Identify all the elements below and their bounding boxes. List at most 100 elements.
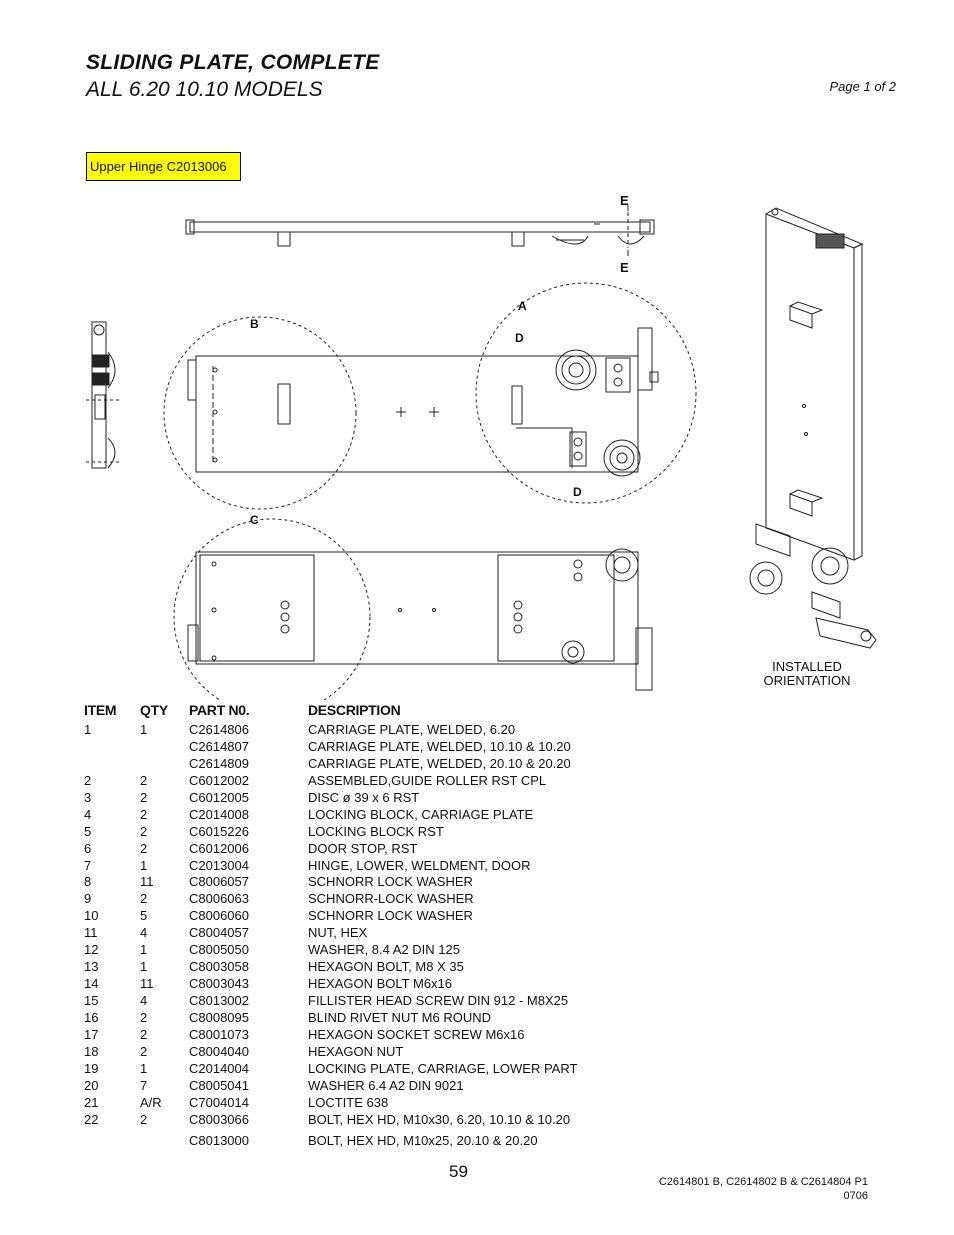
cell-description: BOLT, HEX HD, M10x30, 6.20, 10.10 & 10.2…: [308, 1111, 571, 1127]
table-row: C8013000 BOLT, HEX HD, M10x25, 20.10 & 2…: [84, 1133, 628, 1150]
table-row: 6 2 C6012006 DOOR STOP, RST: [84, 841, 628, 858]
cell-item: 8: [84, 874, 92, 890]
cell-part-no: C8005050: [189, 942, 249, 958]
cell-item: 12: [84, 942, 99, 958]
cell-part-no: C6012006: [189, 840, 249, 856]
cell-qty: [140, 1133, 189, 1150]
cell-description: HEXAGON SOCKET SCREW M6x16: [308, 1026, 525, 1042]
cell-item: 10: [84, 908, 99, 924]
cell-part-no: C8003066: [189, 1111, 249, 1127]
section-label-d-top: D: [515, 331, 524, 345]
cell-part-no: C6015226: [189, 823, 249, 839]
cell-description: SCHNORR LOCK WASHER: [308, 908, 473, 924]
cell-item: 2: [84, 772, 92, 788]
cell-description: NUT, HEX: [308, 925, 368, 941]
cell-qty: [140, 756, 189, 773]
cell-qty: 1: [140, 1060, 148, 1076]
cell-part-no: C6012005: [189, 789, 249, 805]
cell-part-no: C7004014: [189, 1094, 249, 1110]
top-view: [185, 205, 655, 256]
page-number: 59: [449, 1162, 468, 1181]
cell-part-no: C2614806: [189, 722, 249, 737]
installed-caption-line1: INSTALLED: [772, 659, 842, 674]
side-view: [86, 321, 120, 469]
cell-qty: 2: [140, 823, 148, 839]
cell-item: 20: [84, 1077, 99, 1093]
cell-part-no: C8004040: [189, 1043, 249, 1059]
cell-description: FILLISTER HEAD SCREW DIN 912 - M8X25: [308, 993, 569, 1008]
cell-part-no: C2614809: [189, 755, 249, 771]
page-title: SLIDING PLATE, COMPLETE: [86, 51, 380, 74]
cell-description: DOOR STOP, RST: [308, 840, 418, 856]
cell-item: 5: [84, 823, 92, 839]
section-label-d-bottom: D: [573, 485, 582, 499]
doc-ref-line2: 0706: [843, 1190, 868, 1202]
doc-ref-line1: C2614801 B, C2614802 B & C2614804 P1: [658, 1176, 868, 1188]
cell-description: CARRIAGE PLATE, WELDED, 20.10 & 20.20: [308, 755, 571, 771]
cell-description: WASHER, 8.4 A2 DIN 125: [308, 942, 460, 958]
detail-label-c: C: [250, 513, 259, 527]
cell-part-no: C8006060: [189, 908, 249, 924]
table-row: 18 2 C8004040 HEXAGON NUT: [84, 1044, 628, 1061]
cell-qty: 11: [140, 976, 154, 992]
cell-qty: 1: [140, 857, 148, 873]
cell-description: DISC ø 39 x 6 RST: [308, 789, 420, 805]
cell-qty: 1: [140, 959, 148, 975]
parts-table-header: ITEM QTY PART N0. DESCRIPTION: [84, 702, 628, 722]
cell-item: 13: [84, 959, 99, 975]
cell-qty: 2: [140, 789, 148, 805]
header-description: DESCRIPTION: [308, 702, 401, 718]
cell-qty: 2: [140, 1043, 148, 1059]
cell-description: LOCKING BLOCK RST: [308, 823, 444, 839]
cell-item: 1: [84, 722, 92, 737]
table-row: 10 5 C8006060 SCHNORR LOCK WASHER: [84, 908, 628, 925]
cell-item: 9: [84, 891, 92, 907]
cell-item: 19: [84, 1060, 99, 1076]
cell-description: HEXAGON NUT: [308, 1043, 404, 1059]
cell-qty: 2: [140, 891, 148, 907]
cell-qty: 5: [140, 908, 148, 924]
cell-description: LOCTITE 638: [308, 1094, 389, 1110]
cell-part-no: C8006057: [189, 874, 249, 890]
cell-item: 16: [84, 1009, 99, 1025]
document-reference: C2614801 B, C2614802 B & C2614804 P1 070…: [659, 1175, 868, 1203]
cell-qty: 11: [140, 874, 154, 890]
cell-qty: 2: [140, 806, 148, 822]
cell-qty: 2: [140, 840, 148, 856]
table-row: 5 2 C6015226 LOCKING BLOCK RST: [84, 824, 628, 841]
page-subtitle: ALL 6.20 10.10 MODELS: [86, 78, 323, 101]
cell-part-no: C8008095: [189, 1009, 249, 1025]
cell-part-no: C8013000: [189, 1132, 249, 1148]
table-row: 8 11 C8006057 SCHNORR LOCK WASHER: [84, 874, 628, 891]
cell-item: [84, 739, 140, 756]
cell-item: [84, 1133, 140, 1150]
cell-item: 4: [84, 806, 92, 822]
cell-qty: 2: [140, 1111, 148, 1127]
technical-drawing: E E B A D D: [86, 193, 877, 700]
cell-qty: 2: [140, 772, 148, 788]
cell-description: SCHNORR LOCK WASHER: [308, 874, 473, 890]
cell-part-no: C2014004: [189, 1060, 249, 1076]
cell-part-no: C8001073: [189, 1026, 249, 1042]
cell-item: 7: [84, 857, 92, 873]
cell-part-no: C2013004: [189, 857, 249, 873]
cell-item: 6: [84, 840, 92, 856]
cell-item: 22: [84, 1111, 99, 1127]
plate-view-main: [163, 282, 697, 510]
plate-view-lower: [173, 518, 653, 700]
cell-description: HINGE, LOWER, WELDMENT, DOOR: [308, 857, 531, 873]
cell-part-no: C8004057: [189, 925, 249, 941]
cell-item: 18: [84, 1043, 99, 1059]
